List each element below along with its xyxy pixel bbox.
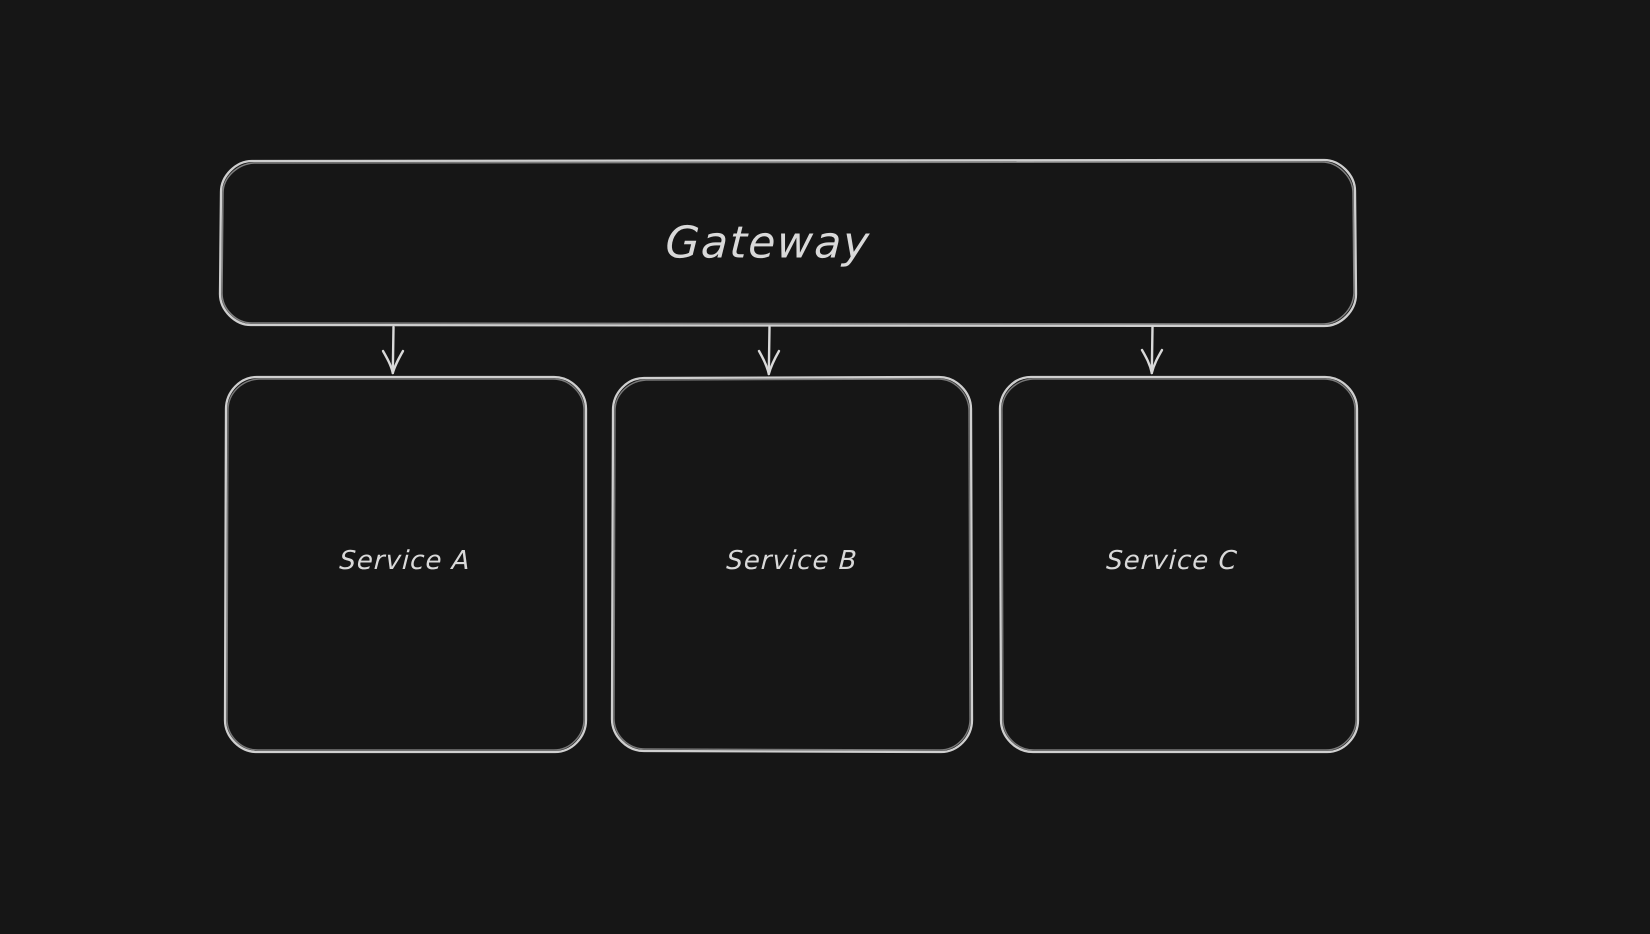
- gateway-node[interactable]: [220, 160, 1356, 326]
- gateway-node-shape[interactable]: [218, 158, 1358, 328]
- service-c-node[interactable]: [1000, 377, 1358, 752]
- service-b-node-shape[interactable]: [610, 375, 974, 754]
- edge-gateway-to-service-b[interactable]: [757, 325, 781, 376]
- service-b-node[interactable]: [612, 377, 972, 752]
- service-a-node-shape[interactable]: [223, 375, 588, 754]
- service-a-node[interactable]: [225, 377, 586, 752]
- service-c-node-shape[interactable]: [998, 375, 1360, 754]
- edge-gateway-to-service-c[interactable]: [1140, 325, 1164, 375]
- edge-gateway-to-service-a[interactable]: [381, 325, 405, 375]
